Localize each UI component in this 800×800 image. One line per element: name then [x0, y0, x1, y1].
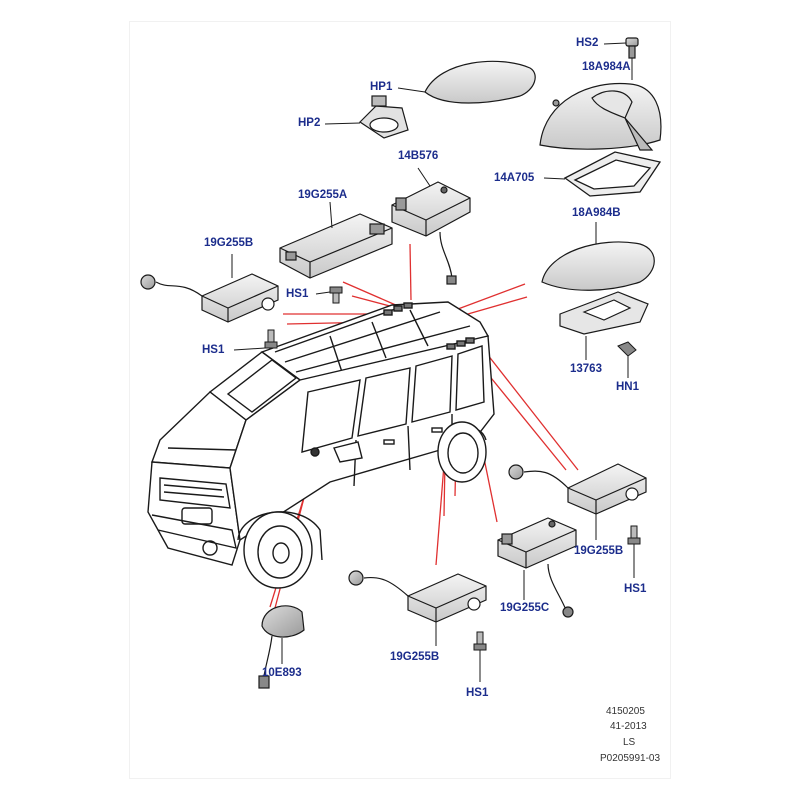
19g255a-module-part — [279, 213, 393, 279]
callout-hs1-left: HS1 — [202, 344, 225, 356]
19g255b-bottom-module-part — [348, 570, 487, 623]
hn1-nut-part — [617, 341, 637, 357]
callout-14a705: 14A705 — [494, 172, 535, 184]
10e893-sensor-part — [258, 605, 305, 689]
callout-19g255c: 19G255C — [500, 602, 550, 614]
14b576-module-part — [391, 181, 471, 285]
callout-hp2: HP2 — [298, 117, 321, 129]
callout-19g255b-left: 19G255B — [204, 237, 254, 249]
hs1-bottom-screw-part — [473, 631, 487, 651]
19g255b-right-module-part — [508, 463, 647, 515]
hs1-upper-screw-part — [329, 286, 343, 304]
callout-hs1-upper: HS1 — [286, 288, 309, 300]
callout-hs1-bottom: HS1 — [466, 687, 489, 699]
hs2-screw-part — [625, 37, 639, 59]
callout-19g255b-right: 19G255B — [574, 545, 624, 557]
callout-18a984b: 18A984B — [572, 207, 621, 219]
callout-19g255a: 19G255A — [298, 189, 348, 201]
callout-hp1: HP1 — [370, 81, 393, 93]
19g255b-left-module-part — [140, 273, 279, 323]
hp2-pad-part — [359, 95, 409, 139]
footer-code-2: 41-2013 — [610, 721, 647, 732]
hs1-right-screw-part — [627, 525, 641, 545]
callout-hs2: HS2 — [576, 37, 599, 49]
callout-hn1: HN1 — [616, 381, 640, 393]
footer-code-4: P0205991-03 — [600, 753, 661, 764]
callout-10e893: 10E893 — [262, 667, 302, 679]
callout-18a984a: 18A984A — [582, 61, 631, 73]
hp1-cover-part — [424, 60, 536, 104]
footer-code-1: 4150205 — [606, 706, 645, 717]
14a705-gasket-part — [563, 151, 662, 197]
hs1-left-screw-part — [264, 329, 278, 349]
callout-19g255b-bottom: 19G255B — [390, 651, 440, 663]
13763-pad-part — [559, 291, 649, 335]
18a984b-base-cover-part — [541, 241, 655, 291]
vehicle-illustration — [147, 301, 495, 589]
callout-13763: 13763 — [570, 363, 602, 375]
19g255c-module-part — [497, 517, 577, 618]
callout-hs1-right: HS1 — [624, 583, 647, 595]
footer-code-3: LS — [623, 737, 636, 748]
callout-14b576: 14B576 — [398, 150, 439, 162]
18a984a-antenna-cover-part — [539, 82, 662, 151]
